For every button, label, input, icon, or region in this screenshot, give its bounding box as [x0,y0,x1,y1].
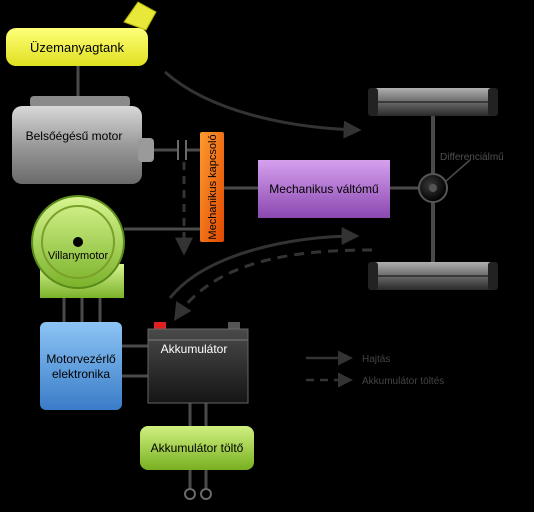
battery-positive-terminal [154,322,166,330]
mechanical-clutch: Mechanikus kapcsoló [200,132,224,242]
battery-negative-terminal [228,322,240,330]
charger-label: Akkumulátor töltő [151,441,244,455]
fuel-tank-label: Üzemanyagtank [30,40,124,55]
clutch-label: Mechanikus kapcsoló [207,134,219,239]
gearbox-label: Mechanikus váltómű [269,182,379,196]
electric-motor-label: Villanymotor [48,250,109,262]
differential-pointer [445,159,471,182]
power-plug-icon [184,488,212,500]
electric-drive-arrow [168,227,360,299]
legend-charging-label: Akkumulátor töltés [362,376,444,387]
battery: Akkumulátor [147,322,249,404]
rear-wheel [368,88,498,116]
electric-motor: Villanymotor [31,195,125,298]
gearbox: Mechanikus váltómű [258,160,390,218]
regen-charging-arrow [174,248,373,322]
differential-center-dot [429,184,437,192]
motor-shaft-dot [73,237,83,247]
differential-label: Differenciálmű [440,152,504,163]
fuel-tank: Üzemanyagtank [6,1,157,66]
combustion-engine: Belsőégésű motor [12,96,154,184]
connection-lines [62,66,418,488]
controller-label-line2: elektronika [52,367,110,381]
front-wheel [368,262,498,290]
legend: Hajtás Akkumulátor töltés [306,350,444,388]
controller-label-line1: Motorvezérlő [46,352,116,366]
battery-charger: Akkumulátor töltő [140,426,254,470]
engine-label: Belsőégésű motor [26,129,123,143]
clutch-plate-symbol [177,140,187,160]
legend-drive-label: Hajtás [362,354,390,365]
fuel-nozzle-icon [123,1,157,31]
motor-controller: Motorvezérlő elektronika [40,322,122,410]
drive-flow-arrow [164,70,362,139]
battery-label: Akkumulátor [161,342,228,356]
